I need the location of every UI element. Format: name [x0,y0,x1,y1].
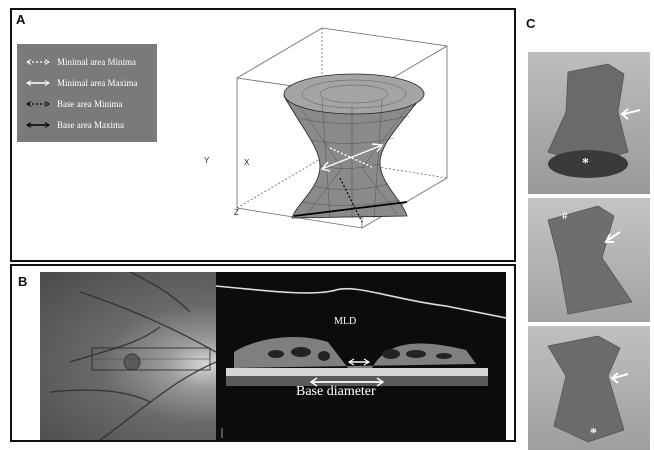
panel-a-label: A [16,12,25,27]
hash-mark: # [562,210,568,222]
panel-c: C * # * [518,8,654,442]
base-mark: * [582,156,589,172]
legend-label: Minimal area Maxima [57,78,137,88]
render-middle: # [528,198,650,322]
legend: Minimal area Minima Minimal area Maxima … [17,44,157,142]
legend-item-base-maxima: Base area Maxima [25,117,124,133]
render-bottom: * [528,326,650,450]
base-mark: * [590,426,597,442]
hole-volume-render [528,198,650,322]
fundus-image [40,272,216,440]
oct-retina-layers [216,272,506,440]
axis-z-label: Z [234,208,239,217]
legend-item-minimal-minima: Minimal area Minima [25,54,136,70]
solid-arrow-white-icon [25,80,51,86]
oct-scan-image [216,272,506,440]
mld-label: MLD [334,316,356,327]
hole-volume-render [528,52,650,194]
axis-x-label: X [244,158,249,167]
axis-y-label: Y [204,156,209,165]
panel-b-label: B [18,274,27,289]
dotted-arrow-white-icon [25,59,51,65]
dotted-arrow-black-icon [25,101,51,107]
panel-a: A Minimal area Minima Minimal area Maxim… [10,8,516,262]
legend-label: Base area Minima [57,99,122,109]
legend-item-minimal-maxima: Minimal area Maxima [25,75,137,91]
legend-item-base-minima: Base area Minima [25,96,122,112]
panel-c-label: C [526,16,535,31]
retina-vessels [40,272,216,440]
render-top: * [528,52,650,194]
hyperboloid-3d-plot [202,18,502,258]
panel-b: B [10,264,516,442]
base-diameter-label: Base diameter [296,384,376,400]
solid-arrow-black-icon [25,122,51,128]
legend-label: Base area Maxima [57,120,124,130]
hole-volume-render [528,326,650,450]
legend-label: Minimal area Minima [57,57,136,67]
